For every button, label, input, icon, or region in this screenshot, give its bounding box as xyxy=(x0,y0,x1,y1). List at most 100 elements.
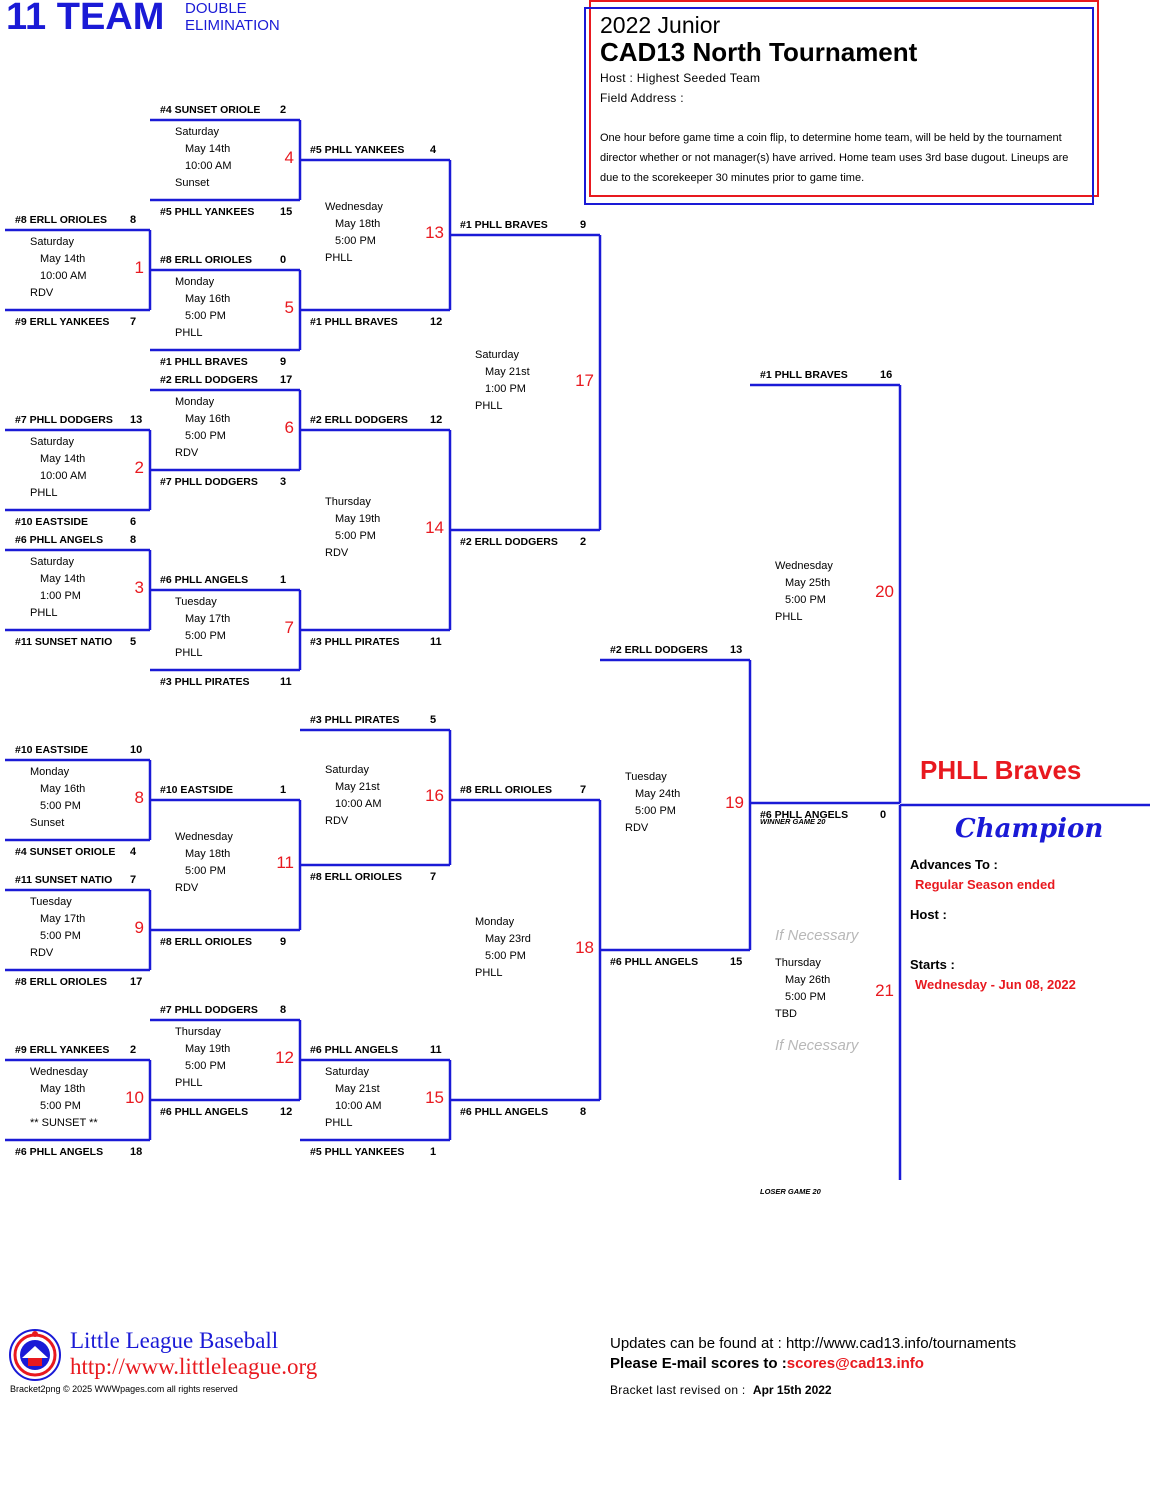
game-6-time: 5:00 PM xyxy=(185,430,226,442)
game-4-top-team: #4 SUNSET ORIOLE xyxy=(160,104,261,116)
game-2-bottom-team: #10 EASTSIDE xyxy=(15,516,88,528)
game-7-loc: PHLL xyxy=(175,647,203,659)
game-9-date: May 17th xyxy=(40,913,86,925)
starts-label: Starts : xyxy=(910,957,955,972)
game-12-bottom-score: 12 xyxy=(280,1106,293,1118)
tournament-box-blue-frame xyxy=(584,7,1094,205)
game-17-top-score: 9 xyxy=(580,219,587,231)
game-14-bottom-score: 11 xyxy=(430,636,442,648)
game-11-bottom-score: 9 xyxy=(280,936,287,948)
game-9-top-score: 7 xyxy=(130,874,137,886)
game-12-time: 5:00 PM xyxy=(185,1060,226,1072)
game-19-bottom-team: #6 PHLL ANGELS xyxy=(610,956,699,968)
game-8-date: May 16th xyxy=(40,783,86,795)
game-12-loc: PHLL xyxy=(175,1077,203,1089)
game-10-number: 10 xyxy=(125,1088,144,1107)
email-link[interactable]: scores@cad13.info xyxy=(786,1355,924,1372)
game-5-day: Monday xyxy=(175,276,215,288)
game-19-number: 19 xyxy=(725,793,744,812)
game-14-top-team: #2 ERLL DODGERS xyxy=(310,414,408,426)
game-20-top-score: 16 xyxy=(880,369,893,381)
game-9-top-team: #11 SUNSET NATIO xyxy=(15,874,113,886)
game-21-loc: TBD xyxy=(775,1008,797,1020)
revised-label: Bracket last revised on : xyxy=(610,1383,746,1397)
game-13-day: Wednesday xyxy=(325,201,383,213)
champion-name: PHLL Braves xyxy=(920,755,1082,785)
game-17-time: 1:00 PM xyxy=(485,382,526,395)
little-league-url[interactable]: http://www.littleleague.org xyxy=(70,1354,318,1379)
game-4-top-score: 2 xyxy=(280,104,287,116)
game-18-loc: PHLL xyxy=(475,967,503,979)
game-7-top-score: 1 xyxy=(280,574,287,586)
game-7-bottom-score: 11 xyxy=(280,676,292,688)
game-19-day: Tuesday xyxy=(625,771,667,783)
game-1-number: 1 xyxy=(134,258,144,277)
game-2-loc: PHLL xyxy=(30,487,58,499)
game-16-bottom-score: 7 xyxy=(430,871,437,883)
game-8-top-score: 10 xyxy=(130,744,143,756)
game-18-bottom-team: #6 PHLL ANGELS xyxy=(460,1106,549,1118)
game-11-date: May 18th xyxy=(185,848,231,860)
game-10-date: May 18th xyxy=(40,1083,86,1095)
game-11-loc: RDV xyxy=(175,882,199,894)
game-21-day: Thursday xyxy=(775,957,821,969)
game-2-date: May 14th xyxy=(40,453,86,465)
tournament-description: One hour before game time a coin flip, t… xyxy=(600,132,1069,184)
game-16-day: Saturday xyxy=(325,763,370,776)
game-19-top-team: #2 ERLL DODGERS xyxy=(610,644,708,656)
updates-text: Updates can be found at : http://www.cad… xyxy=(610,1335,1017,1352)
game-15-bottom-team: #5 PHLL YANKEES xyxy=(310,1146,405,1158)
game-6-top-team: #2 ERLL DODGERS xyxy=(160,374,258,386)
game-11-top-team: #10 EASTSIDE xyxy=(160,784,233,796)
revised-line: Bracket last revised on : Apr 15th 2022 xyxy=(610,1383,832,1397)
tournament-host: Host : Highest Seeded Team xyxy=(600,71,761,85)
game-9-number: 9 xyxy=(134,918,144,937)
game-5-time: 5:00 PM xyxy=(185,310,226,322)
game-5-bottom-team: #1 PHLL BRAVES xyxy=(160,356,248,368)
game-10-bottom-score: 18 xyxy=(130,1146,143,1158)
game-9-bottom-score: 17 xyxy=(130,976,143,988)
game-6-bottom-team: #7 PHLL DODGERS xyxy=(160,476,258,488)
game-11-time: 5:00 PM xyxy=(185,865,226,877)
game-15-day: Saturday xyxy=(325,1066,370,1078)
game-1-top-team: #8 ERLL ORIOLES xyxy=(15,214,107,226)
revised-date: Apr 15th 2022 xyxy=(752,1383,832,1397)
game-10-day: Wednesday xyxy=(30,1066,88,1078)
game-13-bottom-team: #1 PHLL BRAVES xyxy=(310,316,398,328)
game-16-top-score: 5 xyxy=(430,714,437,726)
game-20-date: May 25th xyxy=(785,577,831,589)
game-2-top-score: 13 xyxy=(130,414,143,426)
game-18-bottom-score: 8 xyxy=(580,1106,587,1118)
game-18-day: Monday xyxy=(475,916,515,928)
game-11-day: Wednesday xyxy=(175,831,233,843)
game-21-number: 21 xyxy=(875,980,894,1000)
game-7-bottom-team: #3 PHLL PIRATES xyxy=(160,676,250,688)
game-5-top-team: #8 ERLL ORIOLES xyxy=(160,254,252,266)
game-16-top-team: #3 PHLL PIRATES xyxy=(310,714,400,726)
game-1-bottom-team: #9 ERLL YANKEES xyxy=(15,316,110,328)
game-17-date: May 21st xyxy=(485,365,530,378)
game-6-number: 6 xyxy=(284,418,294,437)
game-12-bottom-team: #6 PHLL ANGELS xyxy=(160,1106,249,1118)
host-label: Host : xyxy=(910,907,947,922)
bracket-subtitle: DOUBLE ELIMINATION xyxy=(185,0,280,34)
game-2-bottom-score: 6 xyxy=(130,516,137,528)
game-19-date: May 24th xyxy=(635,788,681,800)
game-21-time: 5:00 PM xyxy=(785,991,826,1003)
game-7-date: May 17th xyxy=(185,613,231,625)
game-1-time: 10:00 AM xyxy=(40,270,87,282)
little-league-name: Little League Baseball xyxy=(70,1328,279,1353)
game-20-bottom-team: #6 PHLL ANGELS xyxy=(760,809,849,821)
game-4-loc: Sunset xyxy=(175,177,210,189)
